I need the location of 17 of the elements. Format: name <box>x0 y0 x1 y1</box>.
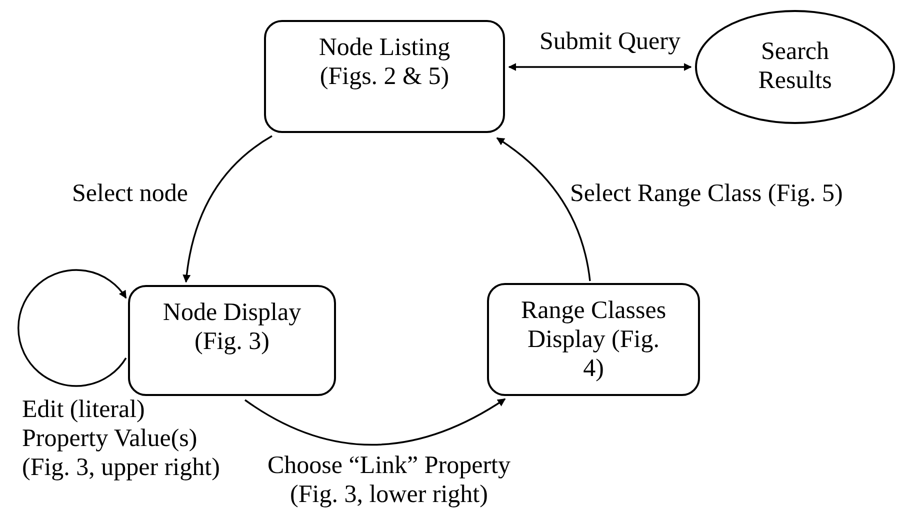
state-label: Node Display (Fig. 3) <box>162 299 302 356</box>
arrow <box>18 269 127 387</box>
edge-label: Select Range Class (Fig. 5) <box>570 180 844 209</box>
state-label: Node Listing (Figs. 2 & 5) <box>318 34 452 92</box>
arrow <box>182 135 272 283</box>
arrow <box>244 398 506 446</box>
state-box <box>128 285 336 396</box>
state-label: Range Classes Display (Fig. 4) <box>520 297 668 384</box>
edge-label: Submit Query <box>538 28 682 57</box>
arrow <box>496 137 591 282</box>
edge-label: Edit (literal) Property Value(s) (Fig. 3, upper right) <box>22 396 221 482</box>
edge-label: Select node <box>72 180 189 209</box>
state-box <box>264 20 505 133</box>
state-box <box>487 283 700 396</box>
state-label: Search Results <box>757 38 833 96</box>
edge-label: Choose “Link” Property (Fig. 3, lower right) <box>266 452 512 510</box>
arrow <box>508 63 692 71</box>
